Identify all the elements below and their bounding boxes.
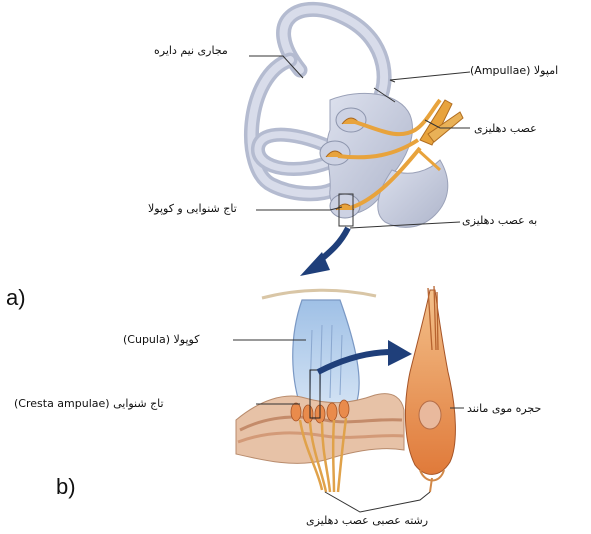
panel-label-b: b) (56, 474, 76, 500)
label-cupula: کوپولا (Cupula) (123, 333, 199, 347)
hair-cell (405, 286, 455, 492)
label-hair-cell: حجره موی مانند (467, 402, 541, 416)
label-crista-and-cupula: تاج شنوایی و کوپولا (148, 202, 237, 216)
label-to-vestibular-nerve: به عصب دهلیزی (462, 214, 537, 228)
label-vestibular-nerve: عصب دهلیزی (474, 122, 537, 136)
label-semicircular-canals: مجاری نیم دایره (154, 44, 228, 58)
label-vestibular-nerve-fiber: رشته عصبی عصب دهلیزی (306, 514, 428, 528)
panel-label-a: a) (6, 285, 26, 311)
label-ampulla: امپولا (Ampullae) (470, 64, 558, 78)
crista-ampullaris (236, 290, 404, 492)
label-crista-ampullae: تاج شنوایی (Cresta ampulae) (14, 397, 164, 411)
vestibular-system (251, 9, 463, 227)
